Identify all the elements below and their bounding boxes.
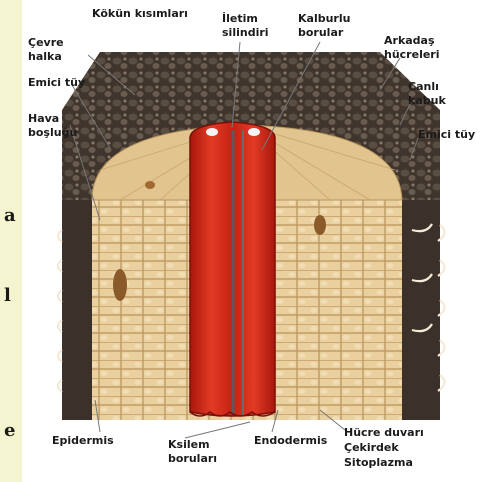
label-ksilem-1: Ksilem bbox=[168, 438, 210, 451]
label-kalburlu-2: borular bbox=[298, 26, 343, 39]
label-emici-tuy-left: Emici tüy bbox=[28, 76, 85, 89]
label-canli-2: kabuk bbox=[408, 94, 446, 107]
label-epidermis: Epidermis bbox=[52, 434, 114, 447]
label-hava-2: boşluğu bbox=[28, 126, 77, 139]
label-cekirdek: Çekirdek bbox=[344, 441, 399, 454]
right-epidermis-band bbox=[402, 200, 440, 420]
label-arkadas-2: hücreleri bbox=[384, 48, 440, 61]
label-kalburlu-1: Kalburlu bbox=[298, 12, 350, 25]
edge-letter-e: e bbox=[4, 420, 15, 441]
label-iletim-silindiri-1: İletim bbox=[222, 12, 258, 25]
label-endodermis: Endodermis bbox=[254, 434, 327, 447]
label-canli-1: Canlı bbox=[408, 80, 439, 93]
left-epidermis-band bbox=[62, 200, 92, 420]
edge-letter-l: l bbox=[4, 285, 11, 306]
label-ksilem-2: boruları bbox=[168, 452, 217, 465]
left-page-edge: a l e bbox=[0, 0, 22, 482]
label-cevre-halka-1: Çevre bbox=[28, 36, 64, 49]
label-emici-tuy-right: Emici tüy bbox=[418, 128, 475, 141]
label-iletim-silindiri-2: silindiri bbox=[222, 26, 269, 39]
label-arkadas-1: Arkadaş bbox=[384, 34, 435, 47]
label-sitoplazma: Sitoplazma bbox=[344, 456, 413, 469]
label-cevre-halka-2: halka bbox=[28, 50, 62, 63]
label-hucre-duvari: Hücre duvarı bbox=[344, 426, 424, 439]
label-kokun-kisimlari: Kökün kısımları bbox=[92, 7, 188, 20]
label-hava-1: Hava bbox=[28, 112, 59, 125]
edge-letter-a: a bbox=[4, 205, 16, 226]
